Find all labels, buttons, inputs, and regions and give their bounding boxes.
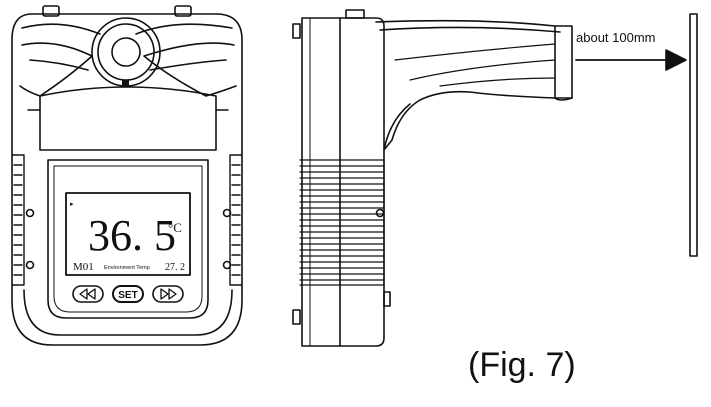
- screw-right-top: [222, 208, 232, 218]
- front-shoulder-right: [143, 42, 237, 97]
- temperature-unit: °C: [168, 220, 182, 235]
- sensor-lens: [111, 37, 141, 67]
- screw-right-bottom: [222, 260, 232, 270]
- environment-temp-value: 27. 2: [165, 262, 185, 273]
- distance-arrowhead: [665, 49, 687, 71]
- side-gun-underside: [383, 103, 411, 151]
- front-shoulder-left: [19, 42, 93, 97]
- front-body-outline: [11, 13, 243, 346]
- indicator-led: [122, 80, 129, 86]
- side-head-line-2: [394, 43, 556, 61]
- sensor-ring-outer: [91, 17, 161, 87]
- top-nub-left: [42, 5, 60, 17]
- side-view: [292, 9, 573, 347]
- side-clip-top: [292, 23, 301, 39]
- distance-indicator: about 100mm: [575, 13, 698, 257]
- rewind-icon: [79, 288, 96, 300]
- side-grip-ribs: [299, 159, 385, 286]
- lcd-screen: [65, 192, 191, 276]
- screw-left-bottom: [25, 260, 35, 270]
- temperature-reading: 36. 5: [88, 211, 176, 260]
- front-mid-panel: [39, 86, 217, 151]
- environment-temp-label: Environment Temp: [104, 265, 150, 271]
- screen-indicator: ▸: [70, 201, 74, 208]
- mode-label: M01: [73, 261, 94, 273]
- front-view: ▸ 36. 5 °C M01 Environment Temp 27. 2 SE…: [11, 5, 243, 346]
- side-head-line-4: [439, 77, 556, 87]
- display-bezel: [47, 159, 209, 319]
- figure-caption: (Fig. 7): [468, 346, 576, 384]
- grip-right: [229, 154, 243, 286]
- prev-button[interactable]: [72, 285, 104, 303]
- distance-label: about 100mm: [576, 30, 656, 45]
- set-button-label: SET: [118, 290, 137, 301]
- side-nozzle-bottom: [554, 97, 573, 101]
- display-bezel-inner: [53, 165, 203, 313]
- screw-left-top: [25, 208, 35, 218]
- side-gun-head: [375, 19, 573, 151]
- set-button[interactable]: SET: [112, 285, 144, 303]
- side-head-line-3: [409, 59, 556, 81]
- front-shoulder-inner-right: [149, 59, 227, 71]
- side-head-line-1: [379, 26, 561, 33]
- top-nub-right: [174, 5, 192, 17]
- front-top-shell: [21, 23, 233, 35]
- side-screw: [375, 208, 385, 218]
- side-back-block: [301, 17, 385, 347]
- side-bottom-tab: [383, 291, 391, 307]
- front-shoulder-inner-left: [29, 59, 89, 71]
- fast-forward-icon: [160, 288, 177, 300]
- side-top-tab: [345, 9, 365, 19]
- side-clip-bottom: [292, 309, 301, 325]
- target-surface: [689, 13, 698, 257]
- sensor-ring-mid: [97, 23, 155, 81]
- grip-left: [11, 154, 25, 286]
- next-button[interactable]: [152, 285, 184, 303]
- front-lower-curve: [23, 289, 233, 336]
